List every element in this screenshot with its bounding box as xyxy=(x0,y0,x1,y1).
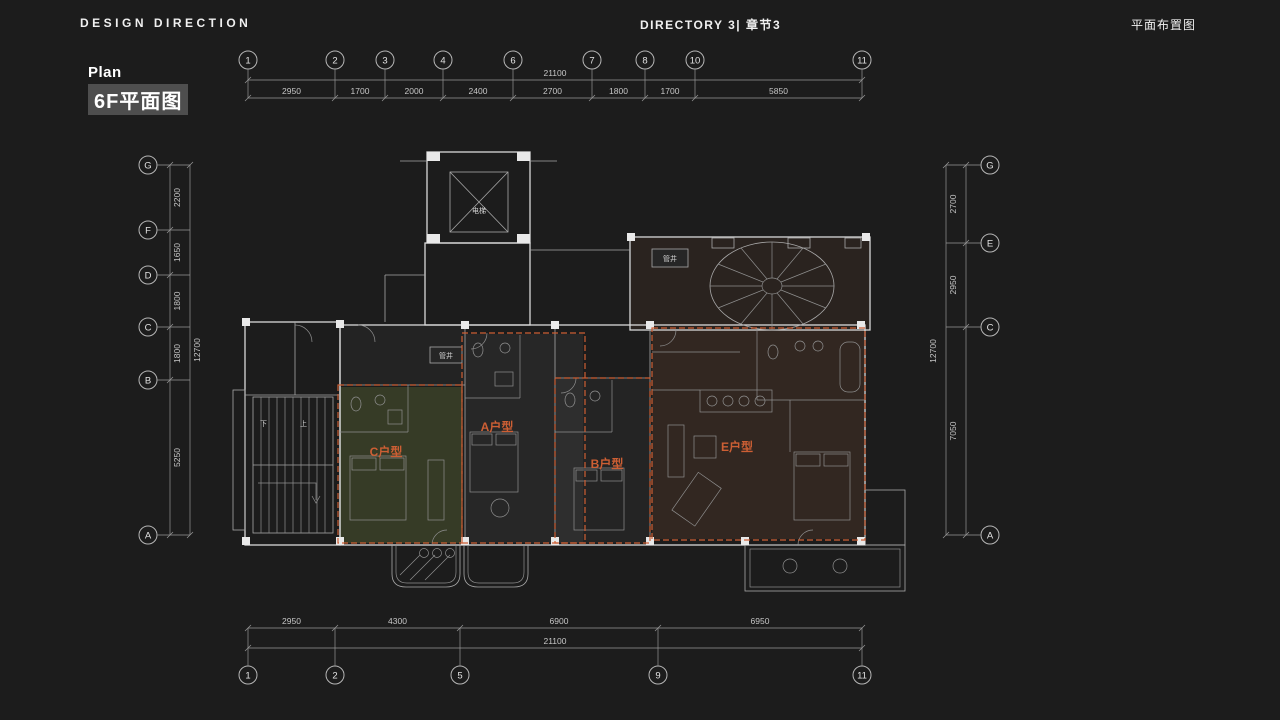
balcony-right xyxy=(744,489,906,592)
dim-label: 1800 xyxy=(172,344,182,363)
dim-label: 6900 xyxy=(550,616,569,626)
unit-a-boundary xyxy=(461,332,586,544)
dim-label: 6950 xyxy=(751,616,770,626)
title-block: Plan 6F平面图 xyxy=(88,64,189,115)
grid-marker-label: 5 xyxy=(457,671,462,682)
dim-label: 1700 xyxy=(351,86,370,96)
dim-label: 1700 xyxy=(661,86,680,96)
unit-boundaries xyxy=(337,327,866,544)
grid-marker-label: D xyxy=(145,271,152,282)
grid-marker-label: G xyxy=(144,161,151,172)
grid-marker-label: 1 xyxy=(245,671,250,682)
dim-label: 2200 xyxy=(172,188,182,207)
grid-marker-label: 11 xyxy=(857,56,867,67)
unit-a-label: A户型 xyxy=(481,419,514,434)
dim-label: 7050 xyxy=(948,421,958,440)
grid-marker-label: 4 xyxy=(440,56,445,67)
pipe-shaft-top: 管井 xyxy=(651,248,689,268)
unit-e-label: E户型 xyxy=(721,439,753,454)
dim-label: 1800 xyxy=(172,291,182,310)
header-right-title: 平面布置图 xyxy=(1130,18,1196,32)
unit-b-label: B户型 xyxy=(591,456,624,471)
grid-marker-label: A xyxy=(145,531,152,542)
dim-label: 2700 xyxy=(543,86,562,96)
grid-marker-label: C xyxy=(987,323,994,334)
balcony-mid xyxy=(463,545,529,588)
unit-a-area xyxy=(465,334,583,543)
elevator-label: 电梯 xyxy=(472,206,486,215)
dim-label: 2950 xyxy=(948,275,958,294)
duct-vent xyxy=(711,237,735,249)
pipe-shaft-label: 管井 xyxy=(663,254,677,263)
grid-marker-label: 6 xyxy=(510,56,515,67)
dim-label: 21100 xyxy=(543,68,566,78)
grid-marker-label: B xyxy=(145,376,151,387)
furniture xyxy=(349,389,851,531)
grid-marker-label: 7 xyxy=(589,56,594,67)
balcony-left xyxy=(391,545,461,588)
unit-e-boundary xyxy=(651,327,866,541)
stair-left: 下 上 xyxy=(252,396,334,534)
unit-b-boundary xyxy=(554,377,651,544)
unit-c-label: C户型 xyxy=(370,444,403,459)
header-left-title: DESIGN DIRECTION xyxy=(80,16,252,30)
dim-label: 12700 xyxy=(192,338,202,362)
dim-label: 2400 xyxy=(469,86,488,96)
grid-dimension-layer: 1 2 3 4 6 7 8 10 11 21100 2950 1700 2000 2400 2700 1800… xyxy=(138,50,1000,685)
dim-label: 4300 xyxy=(388,616,407,626)
grid-marker-label: 2 xyxy=(332,56,337,67)
dim-label: 2000 xyxy=(405,86,424,96)
grid-marker-label: G xyxy=(986,161,993,172)
duct-vent xyxy=(787,237,811,249)
elevator: 电梯 xyxy=(400,151,557,244)
plan-subtitle: 6F平面图 xyxy=(88,84,189,115)
duct-vent xyxy=(844,237,862,249)
stair-spiral xyxy=(709,241,835,331)
dim-label: 12700 xyxy=(928,339,938,363)
grid-marker-label: A xyxy=(987,531,994,542)
unit-c-area xyxy=(340,387,462,543)
grid-marker-label: 1 xyxy=(245,56,250,67)
dim-label: 5250 xyxy=(172,448,182,467)
dim-label: 2950 xyxy=(282,616,301,626)
grid-marker-label: E xyxy=(987,239,993,250)
pipe-shaft-mid: 管井 xyxy=(429,346,463,364)
plan-title: Plan xyxy=(88,64,122,81)
grid-marker-label: 2 xyxy=(332,671,337,682)
dim-label: 2950 xyxy=(282,86,301,96)
grid-marker-label: 11 xyxy=(857,671,867,682)
door-swings xyxy=(294,324,814,546)
dim-label: 21100 xyxy=(543,636,566,646)
grid-marker-label: 3 xyxy=(382,56,387,67)
unit-e-area xyxy=(652,330,864,539)
grid-marker-label: 8 xyxy=(642,56,647,67)
stair-up-label: 上 xyxy=(300,419,307,428)
dim-label: 2700 xyxy=(948,194,958,213)
dim-label: 1650 xyxy=(172,243,182,262)
grid-marker-label: F xyxy=(145,226,151,237)
pipe-shaft-label: 管井 xyxy=(439,351,453,360)
grid-marker-label: 10 xyxy=(690,56,701,67)
grid-marker-label: 9 xyxy=(655,671,660,682)
grid-marker-label: C xyxy=(145,323,152,334)
stair-down-label: 下 xyxy=(260,420,267,428)
header-section-title: DIRECTORY 3| 章节3 xyxy=(640,18,782,32)
dim-label: 5850 xyxy=(769,86,788,96)
dim-label: 1800 xyxy=(609,86,628,96)
floor-plan-drawing: 电梯 下 上 xyxy=(232,151,906,592)
